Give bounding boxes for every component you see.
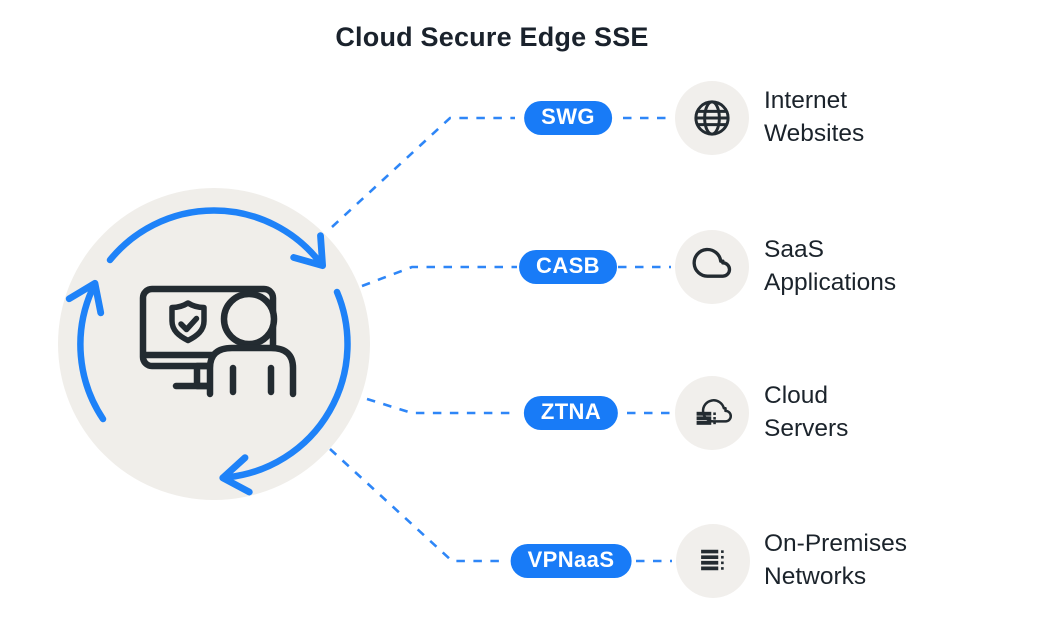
cloud-icon bbox=[692, 247, 732, 278]
cycle-arrows-icon bbox=[65, 207, 351, 496]
pill-vpnaas: VPNaaS bbox=[510, 544, 632, 578]
connector-casb bbox=[361, 265, 517, 288]
label-internet-websites: Internet Websites bbox=[764, 85, 864, 150]
internet-websites-icon-circle bbox=[675, 81, 749, 155]
label-line: Cloud bbox=[764, 382, 829, 409]
pill-swg: SWG bbox=[524, 101, 612, 135]
saas-applications-icon-circle bbox=[675, 230, 749, 304]
label-saas-applications: SaaS Applications bbox=[764, 234, 896, 299]
label-on-premises-networks: On-Premises Networks bbox=[764, 528, 907, 593]
label-line: Servers bbox=[764, 414, 849, 442]
cloud-servers-icon-circle bbox=[675, 376, 749, 450]
cloud-server-icon bbox=[696, 399, 732, 425]
on-premises-networks-icon-circle bbox=[676, 524, 750, 598]
dashed-connectors bbox=[329, 116, 672, 563]
connector-swg bbox=[331, 116, 515, 228]
user-at-secure-computer-icon bbox=[139, 285, 297, 398]
pill-ztna: ZTNA bbox=[523, 396, 619, 430]
label-line: On-Premises bbox=[764, 530, 907, 557]
page-title: Cloud Secure Edge SSE bbox=[335, 22, 649, 52]
connector-vpnaas bbox=[329, 448, 506, 563]
globe-icon bbox=[694, 100, 730, 136]
label-line: Internet bbox=[764, 87, 848, 114]
label-line: Websites bbox=[764, 119, 865, 147]
center-circle bbox=[58, 188, 370, 500]
pill-casb: CASB bbox=[519, 250, 617, 284]
list-lines-icon bbox=[701, 549, 724, 571]
label-line: Applications bbox=[764, 268, 897, 296]
connector-ztna bbox=[366, 397, 515, 415]
label-line: SaaS bbox=[764, 236, 824, 263]
label-line: Networks bbox=[764, 562, 867, 590]
label-cloud-servers: Cloud Servers bbox=[764, 380, 848, 445]
